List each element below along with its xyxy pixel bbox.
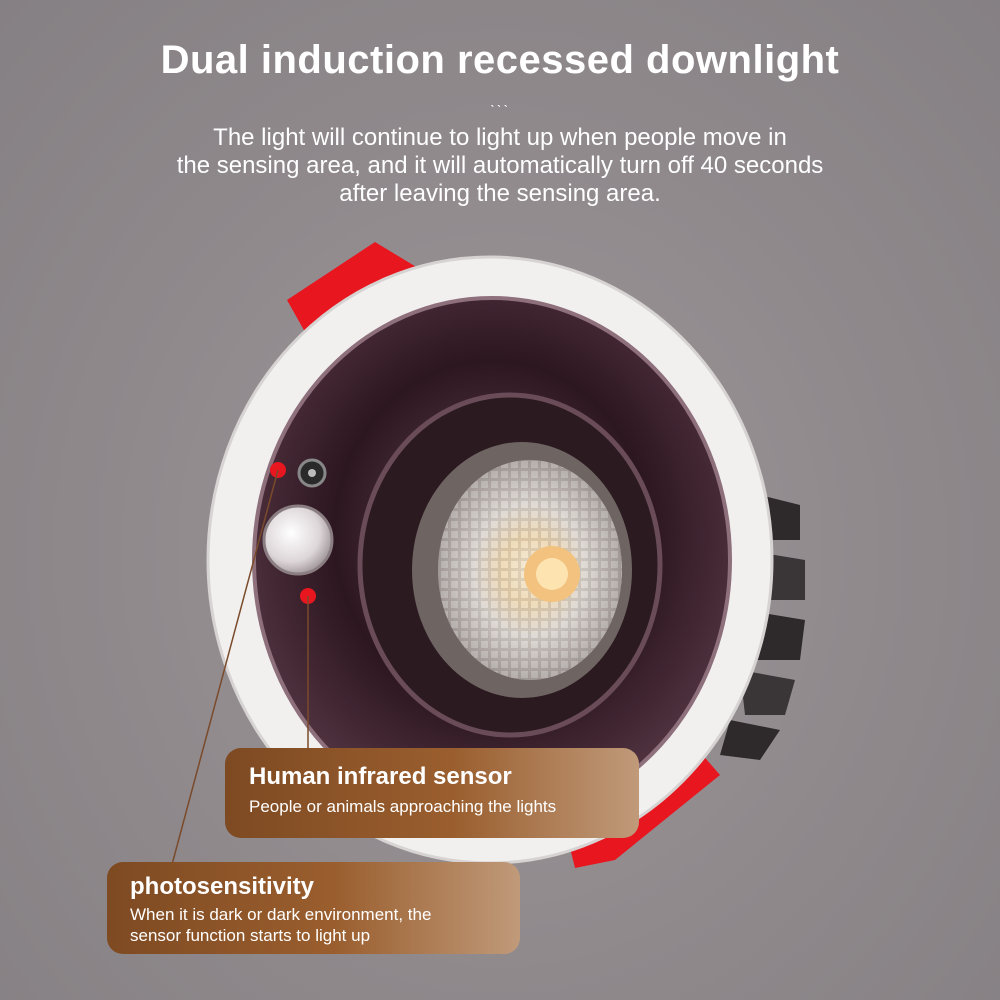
callout-photosensitivity: photosensitivity When it is dark or dark… — [107, 862, 520, 954]
description-line: The light will continue to light up when… — [213, 124, 787, 151]
decorative-ticks: ˴˴˴ — [490, 96, 510, 112]
callout-text: When it is dark or dark environment, the… — [130, 904, 520, 946]
callout-title: Human infrared sensor — [249, 763, 512, 790]
spring-clip-top — [287, 242, 418, 332]
callout-title: photosensitivity — [130, 873, 315, 900]
page-title: Dual induction recessed downlight — [160, 38, 840, 82]
description-line: the sensing area, and it will automatica… — [176, 152, 824, 179]
description: The light will continue to light up when… — [100, 124, 900, 208]
description-line: after leaving the sensing area. — [339, 180, 661, 207]
callout-human-infrared-sensor: Human infrared sensor People or animals … — [225, 748, 639, 838]
leader-line-photosensitivity — [169, 469, 279, 873]
pir-sensor — [262, 504, 334, 576]
callout-text-line: When it is dark or dark environment, the — [130, 905, 432, 924]
callout-text-line: sensor function starts to light up — [130, 926, 371, 945]
callout-text: People or animals approaching the lights — [249, 797, 557, 816]
